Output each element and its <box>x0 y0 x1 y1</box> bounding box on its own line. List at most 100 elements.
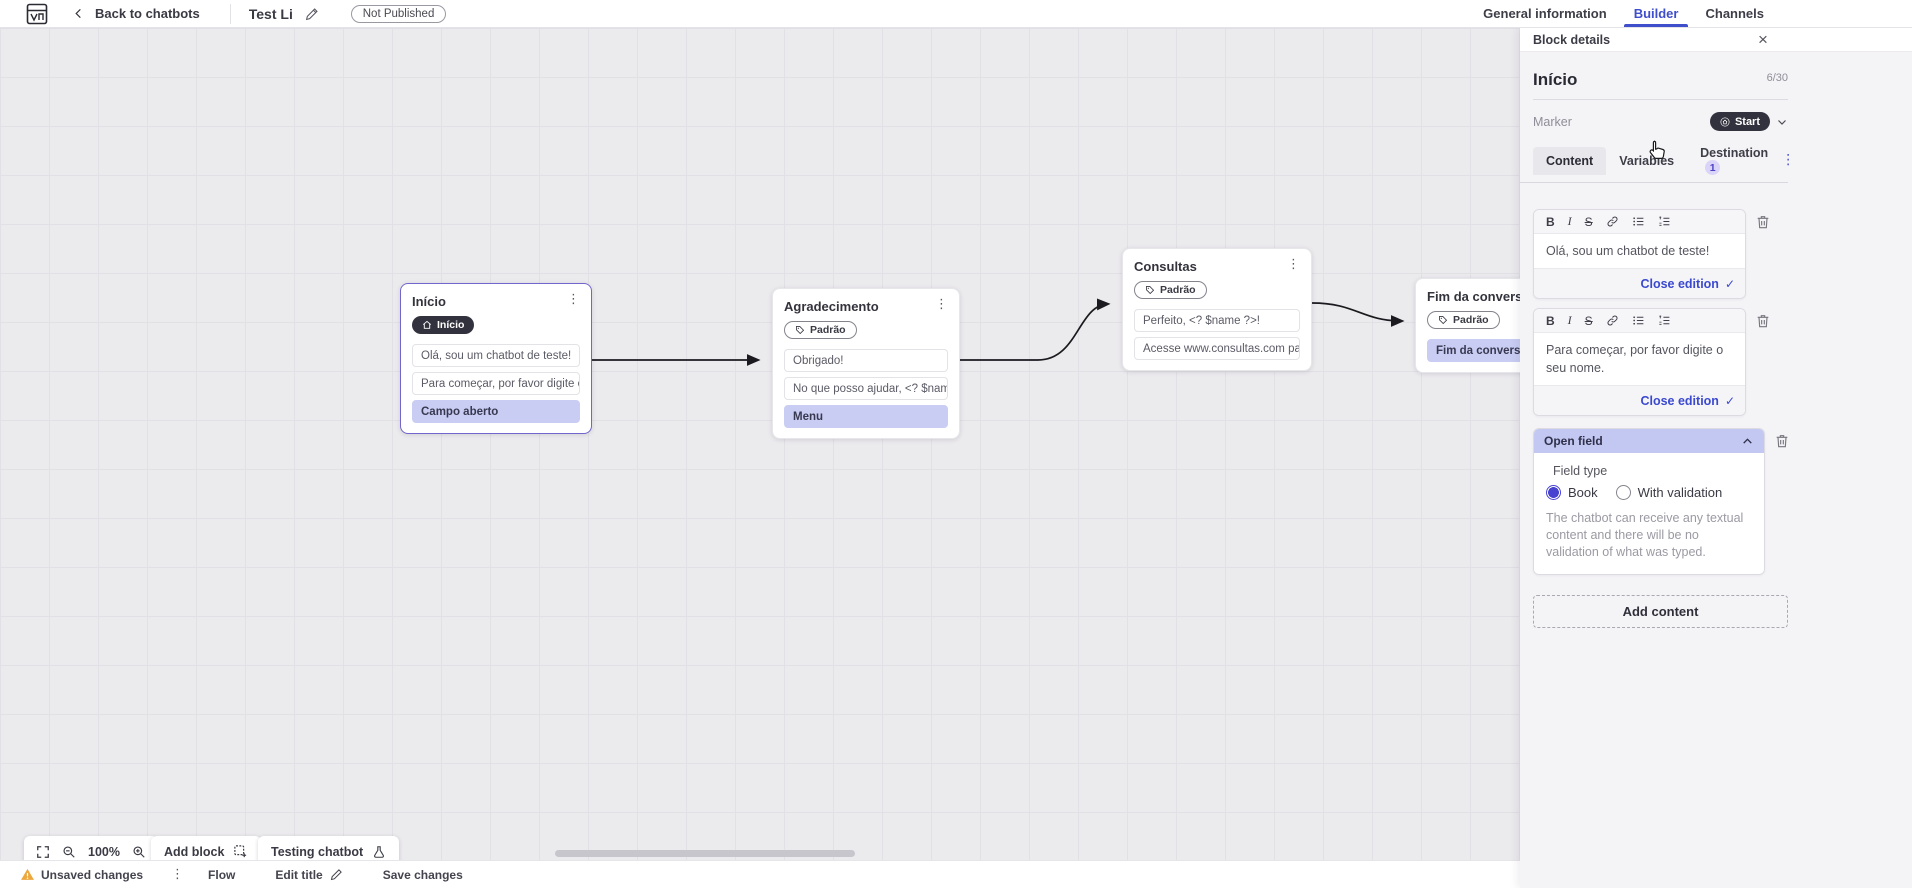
badge-label: Padrão <box>1160 284 1196 296</box>
back-label: Back to chatbots <box>95 6 200 21</box>
editor-footer: Close edition ✓ <box>1534 268 1745 299</box>
block-name-field[interactable]: Início 6/30 <box>1533 70 1788 100</box>
block-title: Agradecimento <box>784 299 879 314</box>
link-icon[interactable] <box>1606 215 1619 228</box>
block-content-row[interactable]: Menu <box>784 405 948 428</box>
block-content-row[interactable]: Para começar, por favor digite o ... <box>412 372 580 395</box>
close-edition-button[interactable]: Close edition <box>1640 276 1719 291</box>
block-content-row[interactable]: Obrigado! <box>784 349 948 372</box>
edit-title-icon[interactable] <box>305 7 319 21</box>
close-edition-button[interactable]: Close edition <box>1640 393 1719 408</box>
block-marker-badge: Início <box>412 316 475 334</box>
block-menu-icon[interactable]: ⋮ <box>1287 257 1300 272</box>
marker-dropdown[interactable]: Start <box>1709 112 1788 131</box>
chevron-left-icon <box>75 8 81 19</box>
trash-icon <box>1776 435 1788 448</box>
flow-tab[interactable]: Flow <box>208 867 236 882</box>
close-icon[interactable]: × <box>1758 30 1768 49</box>
fullscreen-icon[interactable] <box>36 845 50 859</box>
tag-icon <box>796 326 805 335</box>
panel-tabs-menu-icon[interactable]: ⋮ <box>1781 152 1796 168</box>
tab-content[interactable]: Content <box>1533 146 1607 175</box>
tab-destination[interactable]: Destination1 <box>1687 139 1781 182</box>
edit-title-button[interactable]: Edit title <box>275 868 342 882</box>
italic-icon[interactable]: I <box>1567 214 1572 228</box>
bulleted-list-icon[interactable] <box>1632 215 1645 228</box>
content-editor[interactable]: B I S Para começar, <box>1533 308 1746 417</box>
radio-with-validation[interactable]: With validation <box>1615 485 1722 501</box>
link-icon[interactable] <box>1606 314 1619 327</box>
editor-footer: Close edition ✓ <box>1534 385 1745 416</box>
open-field-body: Field type Book With validation The chat… <box>1534 453 1764 574</box>
block-marker-badge: Padrão <box>1427 311 1500 329</box>
tab-variables[interactable]: Variables <box>1619 153 1675 168</box>
delete-content-button[interactable] <box>1755 214 1771 235</box>
content-editor[interactable]: B I S Olá, sou um c <box>1533 209 1746 300</box>
chevron-down-icon <box>1778 119 1786 125</box>
tab-channels[interactable]: Channels <box>1705 6 1764 21</box>
check-icon: ✓ <box>1724 393 1735 408</box>
divider <box>229 3 231 24</box>
flow-block-consultas[interactable]: Consultas ⋮ Padrão Perfeito, <? $name ?>… <box>1122 248 1312 371</box>
bold-icon[interactable]: B <box>1546 214 1555 229</box>
italic-icon[interactable]: I <box>1567 313 1572 328</box>
badge-label: Início <box>437 319 465 331</box>
numbered-list-icon[interactable] <box>1658 314 1671 327</box>
marker-pill: Start <box>1709 112 1770 131</box>
block-name-value: Início <box>1533 70 1578 89</box>
tab-general-information[interactable]: General information <box>1483 6 1607 21</box>
trash-icon <box>1757 216 1769 229</box>
radio-selected-icon <box>1546 485 1561 501</box>
home-icon <box>1720 117 1730 126</box>
bulleted-list-icon[interactable] <box>1632 314 1645 327</box>
bold-icon[interactable]: B <box>1546 313 1555 328</box>
marker-label: Marker <box>1533 114 1572 129</box>
editor-toolbar: B I S <box>1534 309 1745 334</box>
strikethrough-icon[interactable]: S <box>1584 214 1593 229</box>
top-bar: Back to chatbots Test Li Not Published G… <box>0 0 1912 28</box>
block-title: Consultas <box>1134 259 1197 274</box>
tab-destination-label: Destination <box>1700 146 1769 160</box>
block-content-row[interactable]: Acesse www.consultas.com par... <box>1134 337 1300 360</box>
badge-label: Padrão <box>1453 314 1489 326</box>
warning-icon <box>20 867 35 882</box>
radio-unselected-icon <box>1615 485 1631 501</box>
field-type-label: Field type <box>1553 464 1608 479</box>
save-changes-button[interactable]: Save changes <box>382 867 463 882</box>
app-logo <box>25 3 49 25</box>
back-to-chatbots-button[interactable]: Back to chatbots <box>73 6 200 21</box>
tab-builder[interactable]: Builder <box>1623 0 1689 27</box>
edit-title-label: Edit title <box>275 867 323 882</box>
main-nav-tabs: General information Builder Channels <box>1483 0 1912 27</box>
block-content-row[interactable]: Olá, sou um chatbot de teste! <box>412 344 580 367</box>
editor-text[interactable]: Para começar, por favor digite o seu nom… <box>1546 343 1724 376</box>
statusbar-menu-icon[interactable]: ⋮ <box>171 867 185 882</box>
zoom-out-icon[interactable] <box>62 845 76 859</box>
open-field-section: Open field Field type Book Wi <box>1533 428 1765 575</box>
add-content-button[interactable]: Add content <box>1533 595 1788 628</box>
zoom-in-icon[interactable] <box>132 845 146 859</box>
open-field-header[interactable]: Open field <box>1534 429 1764 454</box>
block-menu-icon[interactable]: ⋮ <box>567 292 580 307</box>
delete-open-field-button[interactable] <box>1774 433 1790 454</box>
block-marker-badge: Padrão <box>784 321 857 339</box>
open-field-label: Open field <box>1544 434 1603 449</box>
chatbot-title: Test Li <box>248 5 293 22</box>
editor-text[interactable]: Olá, sou um chatbot de teste! <box>1546 244 1710 258</box>
tag-icon <box>1439 316 1448 325</box>
delete-content-button[interactable] <box>1755 313 1771 334</box>
flow-block-inicio[interactable]: Início ⋮ Início Olá, sou um chatbot de t… <box>400 283 592 434</box>
flow-block-agradecimento[interactable]: Agradecimento ⋮ Padrão Obrigado! No que … <box>772 288 960 439</box>
strikethrough-icon[interactable]: S <box>1584 313 1593 328</box>
radio-book[interactable]: Book <box>1546 485 1598 501</box>
radio-book-label: Book <box>1568 485 1598 501</box>
canvas-horizontal-scrollbar[interactable] <box>555 850 855 857</box>
block-content-row[interactable]: Campo aberto <box>412 400 580 423</box>
block-content-row[interactable]: Perfeito, <? $name ?>! <box>1134 309 1300 332</box>
block-content-row[interactable]: No que posso ajudar, <? $name ... <box>784 377 948 400</box>
marker-row: Marker Start <box>1533 112 1788 131</box>
numbered-list-icon[interactable] <box>1658 215 1671 228</box>
flask-icon <box>374 845 385 858</box>
testing-chatbot-label: Testing chatbot <box>271 844 364 859</box>
block-menu-icon[interactable]: ⋮ <box>935 297 948 312</box>
